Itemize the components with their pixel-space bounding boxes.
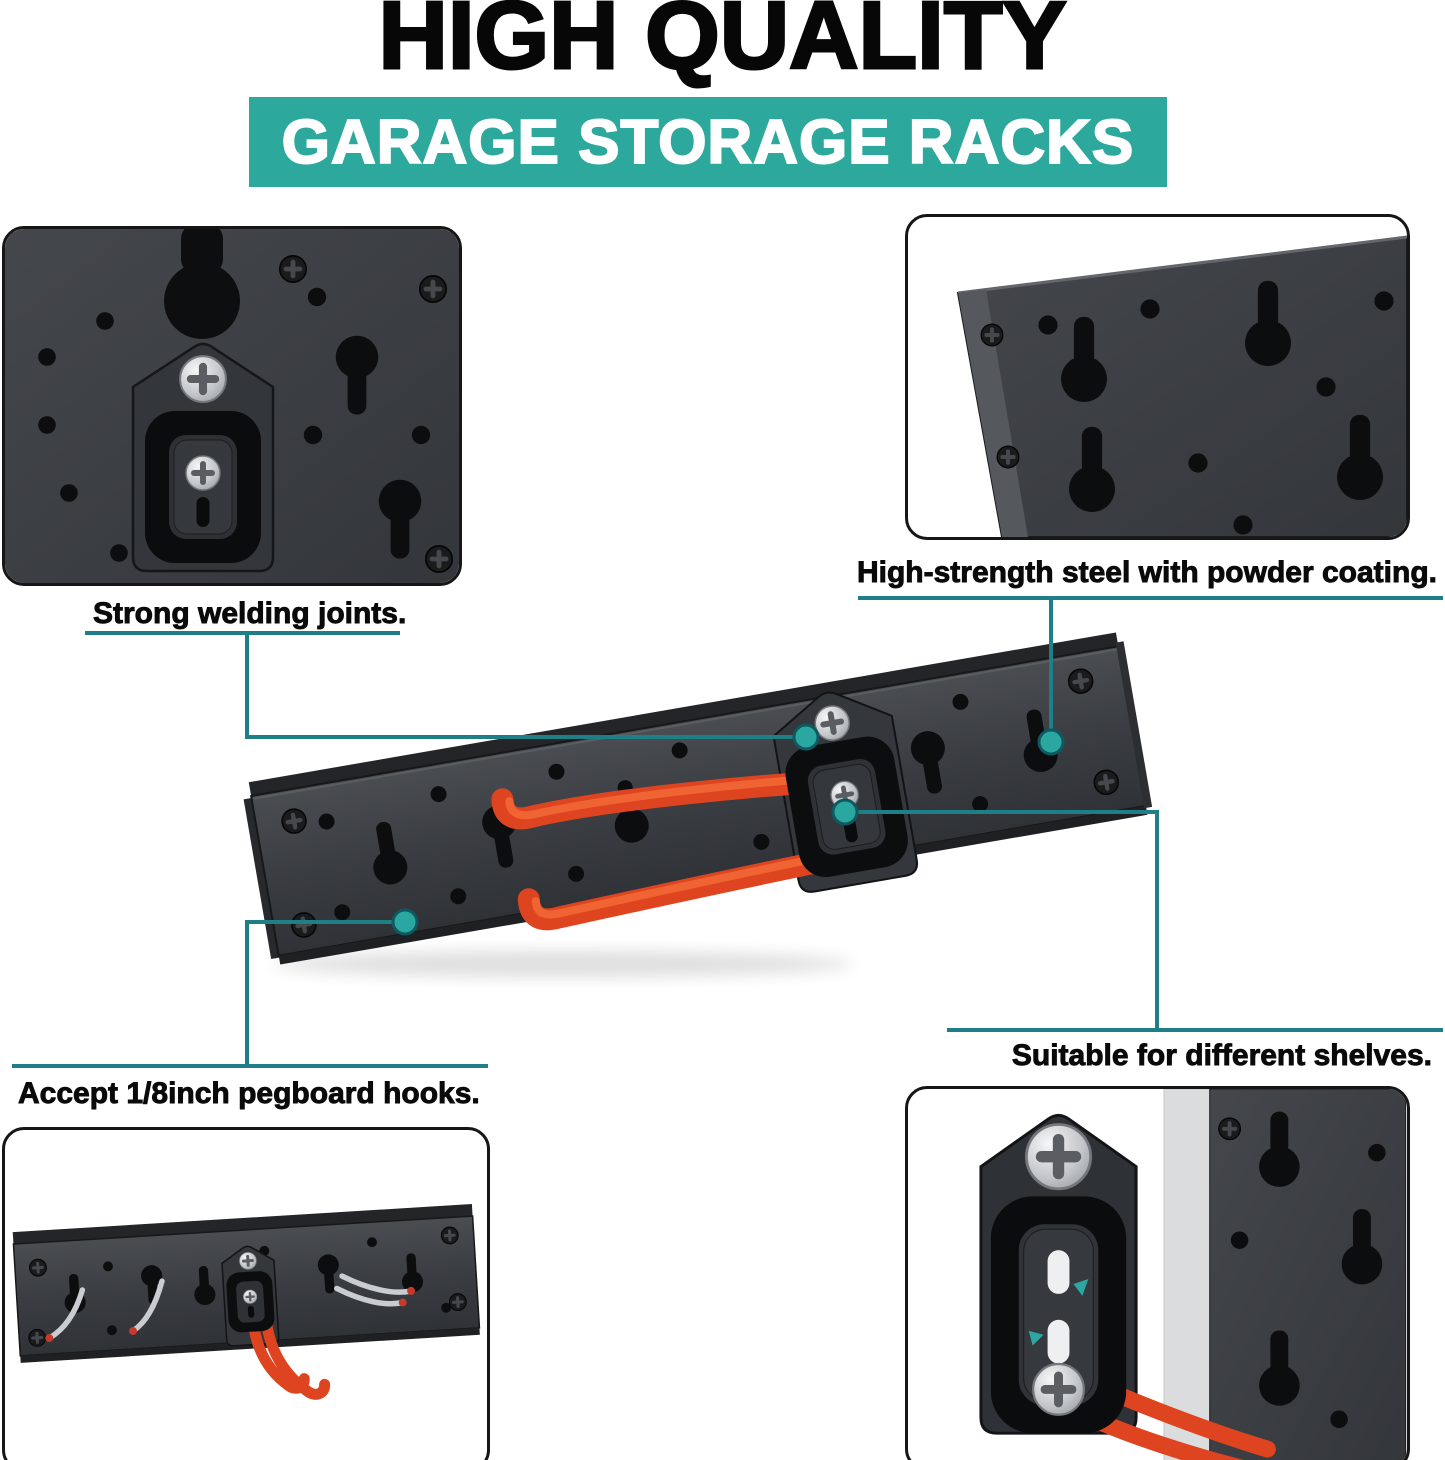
hook-tip bbox=[45, 1286, 416, 1343]
round-hole bbox=[1188, 453, 1208, 473]
arrow-down-icon bbox=[1028, 1330, 1044, 1346]
round-hole bbox=[1374, 291, 1394, 311]
caption-pegboard: Accept 1/8inch pegboard hooks. bbox=[18, 1077, 481, 1111]
banner: GARAGE STORAGE RACKS bbox=[249, 97, 1167, 187]
mount-slot bbox=[1047, 1250, 1070, 1294]
adjust-slot bbox=[196, 497, 210, 527]
caption-welding: Strong welding joints. bbox=[93, 597, 407, 631]
round-hole bbox=[1316, 377, 1336, 397]
shadow bbox=[273, 951, 853, 977]
round-hole bbox=[1330, 1410, 1348, 1429]
screw-icon bbox=[1218, 1117, 1242, 1141]
keyhole-slot bbox=[164, 229, 240, 339]
round-hole bbox=[38, 348, 56, 366]
steel-detail-illustration bbox=[956, 235, 1407, 537]
screw-icon bbox=[980, 323, 1004, 347]
shelves-detail-illustration bbox=[979, 1089, 1407, 1460]
plate-edge bbox=[958, 289, 1028, 537]
screw-icon bbox=[28, 1258, 48, 1278]
round-hole bbox=[1230, 1231, 1249, 1249]
banner-label: GARAGE STORAGE RACKS bbox=[281, 107, 1135, 178]
hook-bracket bbox=[979, 1113, 1276, 1460]
detail-frame-steel bbox=[905, 214, 1410, 540]
round-hole bbox=[1233, 515, 1253, 535]
adjust-slot bbox=[247, 1305, 255, 1318]
detail-frame-pegboard bbox=[2, 1127, 490, 1460]
screw-icon bbox=[179, 355, 227, 403]
round-hole bbox=[1140, 299, 1160, 319]
round-hole bbox=[1038, 315, 1058, 335]
screw-icon bbox=[1032, 1362, 1086, 1416]
wall-strip bbox=[1163, 1089, 1211, 1460]
mount-slot bbox=[1047, 1319, 1070, 1364]
screw-icon bbox=[440, 1226, 460, 1245]
screw-icon bbox=[1024, 1123, 1093, 1191]
caption-shelves: Suitable for different shelves. bbox=[1011, 1039, 1432, 1073]
screw-icon bbox=[278, 254, 308, 284]
pegboard-detail-illustration bbox=[12, 1204, 481, 1400]
welding-detail-illustration bbox=[5, 229, 459, 583]
round-hole bbox=[411, 425, 431, 445]
screw-icon bbox=[185, 455, 221, 491]
round-hole bbox=[110, 544, 128, 562]
screw-icon bbox=[996, 445, 1020, 469]
round-hole bbox=[1368, 1143, 1386, 1162]
screw-icon bbox=[448, 1292, 468, 1312]
detail-frame-shelves bbox=[905, 1086, 1410, 1460]
arrow-up-icon bbox=[1073, 1278, 1089, 1296]
round-hole bbox=[60, 484, 78, 502]
hook-bracket bbox=[221, 1245, 331, 1400]
screw-icon bbox=[27, 1328, 47, 1348]
main-rack-illustration bbox=[243, 632, 1153, 977]
screw-icon bbox=[424, 544, 454, 574]
round-hole bbox=[96, 312, 114, 330]
round-hole bbox=[307, 287, 327, 307]
round-hole bbox=[38, 416, 56, 434]
wire-hook bbox=[46, 1273, 414, 1341]
screw-icon bbox=[418, 274, 448, 304]
caption-steel: High-strength steel with powder coating. bbox=[856, 556, 1438, 590]
detail-frame-welding bbox=[2, 226, 462, 586]
page-title: HIGH QUALITY bbox=[377, 0, 1068, 89]
hook-bracket bbox=[131, 342, 275, 573]
round-hole bbox=[303, 425, 323, 445]
